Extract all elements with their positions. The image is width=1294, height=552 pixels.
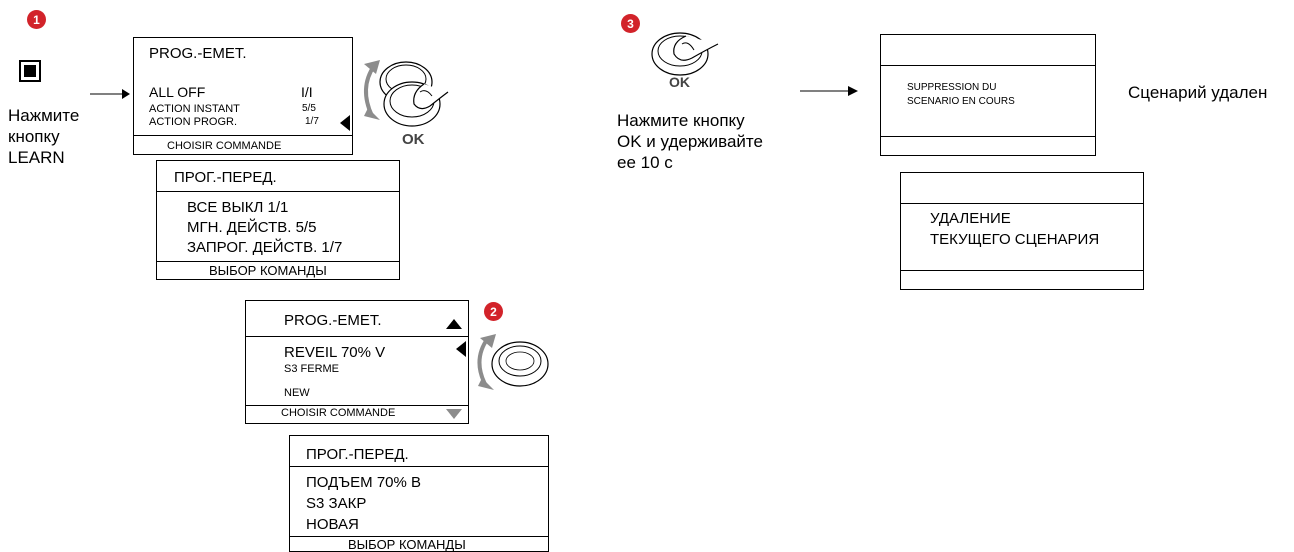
selection-cursor-icon xyxy=(340,115,350,131)
scroll-up-icon xyxy=(446,319,462,329)
message-line: ТЕКУЩЕГО СЦЕНАРИЯ xyxy=(930,231,1100,248)
learn-button-icon[interactable] xyxy=(19,60,41,82)
message-line: УДАЛЕНИЕ xyxy=(930,210,1011,227)
screen-title: ПРОГ.-ПЕРЕД. xyxy=(174,169,277,186)
screen-ru-step2: ПРОГ.-ПЕРЕД. ПОДЪЕМ 70% В S3 ЗАКР НОВАЯ … xyxy=(289,435,549,552)
rotary-knob-icon[interactable] xyxy=(474,334,554,394)
screen-footer: CHOISIR COMMANDE xyxy=(281,407,396,419)
screen-footer: CHOISIR COMMANDE xyxy=(167,140,282,152)
step-1-badge: 1 xyxy=(27,10,46,29)
screen-title: PROG.-EMET. xyxy=(284,312,382,329)
message-line: SUPPRESSION DU xyxy=(907,82,997,93)
menu-item: ВСЕ ВЫКЛ 1/1 xyxy=(187,199,289,216)
screen-title: ПРОГ.-ПЕРЕД. xyxy=(306,446,409,463)
ok-label: OK xyxy=(669,74,690,90)
menu-item: НОВАЯ xyxy=(306,516,359,533)
screen-ru-step3: УДАЛЕНИЕ ТЕКУЩЕГО СЦЕНАРИЯ xyxy=(900,172,1144,290)
menu-item: МГН. ДЕЙСТВ. 5/5 xyxy=(187,219,317,236)
menu-item: NEW xyxy=(284,387,310,399)
step-1-instruction: Нажмите кнопку LEARN xyxy=(8,106,80,167)
menu-item: S3 ЗАКР xyxy=(306,495,367,512)
screen-fr-step2: PROG.-EMET. REVEIL 70% V S3 FERME NEW CH… xyxy=(245,300,469,424)
message-line: SCENARIO EN COURS xyxy=(907,96,1015,107)
ok-label: OK xyxy=(402,131,425,148)
arrow-right-icon xyxy=(90,89,130,99)
screen-ru-step1: ПРОГ.-ПЕРЕД. ВСЕ ВЫКЛ 1/1 МГН. ДЕЙСТВ. 5… xyxy=(156,160,400,280)
menu-item: ЗАПРОГ. ДЕЙСТВ. 1/7 xyxy=(187,239,343,256)
arrow-right-icon xyxy=(800,86,858,96)
menu-item-value: I/I xyxy=(301,84,313,100)
menu-item-label: ACTION PROGR. xyxy=(149,116,238,128)
screen-fr-step3: SUPPRESSION DU SCENARIO EN COURS xyxy=(880,34,1096,156)
screen-title: PROG.-EMET. xyxy=(149,45,247,62)
menu-item-selected: REVEIL 70% V xyxy=(284,344,386,361)
scroll-down-icon xyxy=(446,409,462,419)
selection-cursor-icon xyxy=(456,341,466,357)
screen-fr-step1: PROG.-EMET. ALL OFF I/I ACTION INSTANT 5… xyxy=(133,37,353,155)
screen-footer: ВЫБОР КОМАНДЫ xyxy=(209,263,327,278)
menu-item-value: 1/7 xyxy=(305,116,319,127)
menu-item-label: ALL OFF xyxy=(149,84,206,100)
menu-item: ПОДЪЕМ 70% В xyxy=(306,474,422,491)
step-2-badge: 2 xyxy=(484,302,503,321)
screen-footer: ВЫБОР КОМАНДЫ xyxy=(348,537,466,552)
ok-knob-press-icon[interactable] xyxy=(354,46,454,136)
result-text: Сценарий удален xyxy=(1128,83,1268,102)
menu-item: S3 FERME xyxy=(284,363,340,375)
menu-item-value: 5/5 xyxy=(302,103,316,114)
menu-item-label: ACTION INSTANT xyxy=(149,103,240,115)
step-3-badge: 3 xyxy=(621,14,640,33)
step-3-instruction: Нажмите кнопку OK и удерживайте ее 10 с xyxy=(617,111,763,172)
ok-button-press-icon[interactable] xyxy=(650,22,722,82)
